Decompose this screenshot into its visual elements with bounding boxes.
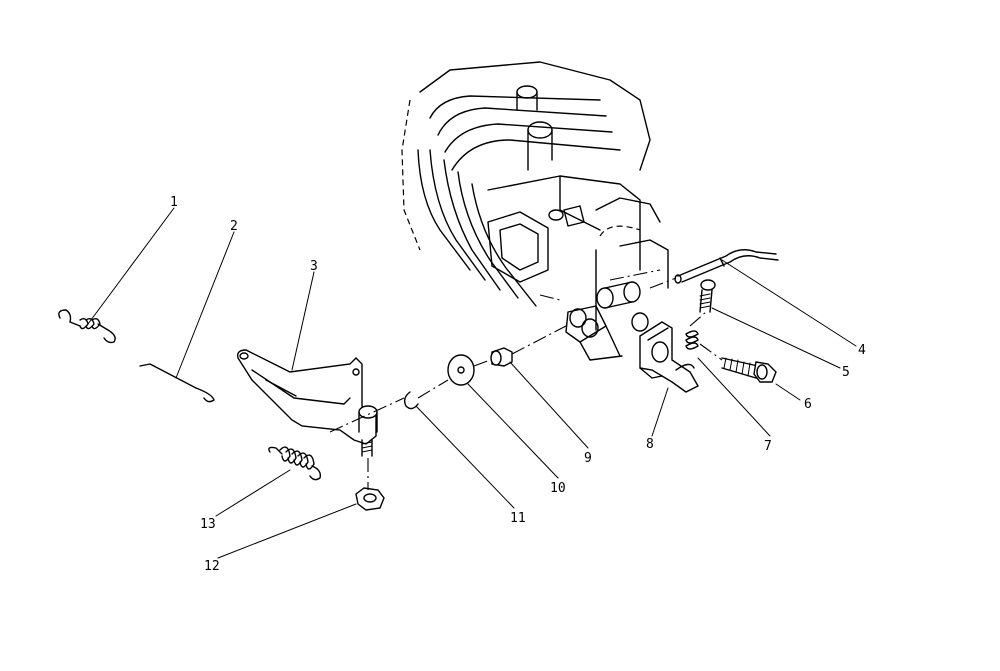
part-3-governor-arm	[236, 349, 378, 457]
part-4-governor-rod	[674, 249, 779, 284]
callout-11: 11	[510, 511, 526, 526]
part-13-spring	[268, 446, 322, 481]
part-7-spring	[685, 330, 699, 350]
callout-8: 8	[646, 437, 654, 452]
part-10-washer	[447, 354, 475, 386]
part-2-link-wire	[139, 363, 215, 403]
part-1-spring	[58, 309, 116, 344]
callout-2: 2	[230, 219, 238, 234]
callout-5: 5	[842, 365, 850, 380]
callout-10: 10	[550, 481, 566, 496]
part-6-bolt	[721, 357, 777, 383]
callout-labels: 1 2 3 4 5 6 7 8 9 10 11 12 13	[170, 195, 866, 574]
part-12-nut	[355, 487, 385, 511]
callout-13: 13	[200, 517, 216, 532]
assembly-centerlines	[329, 277, 723, 490]
part-5-screw	[699, 279, 716, 313]
callout-7: 7	[764, 439, 772, 454]
callout-3: 3	[310, 259, 318, 274]
part-11-retaining-ring	[403, 391, 419, 410]
part-8-lever-bracket	[639, 321, 699, 393]
leader-lines	[87, 207, 857, 559]
callout-1: 1	[170, 195, 178, 210]
engine-block	[401, 61, 669, 361]
callout-12: 12	[204, 559, 220, 574]
callout-4: 4	[858, 343, 866, 358]
part-9-bushing	[490, 347, 513, 367]
callout-6: 6	[804, 397, 812, 412]
callout-9: 9	[584, 451, 592, 466]
